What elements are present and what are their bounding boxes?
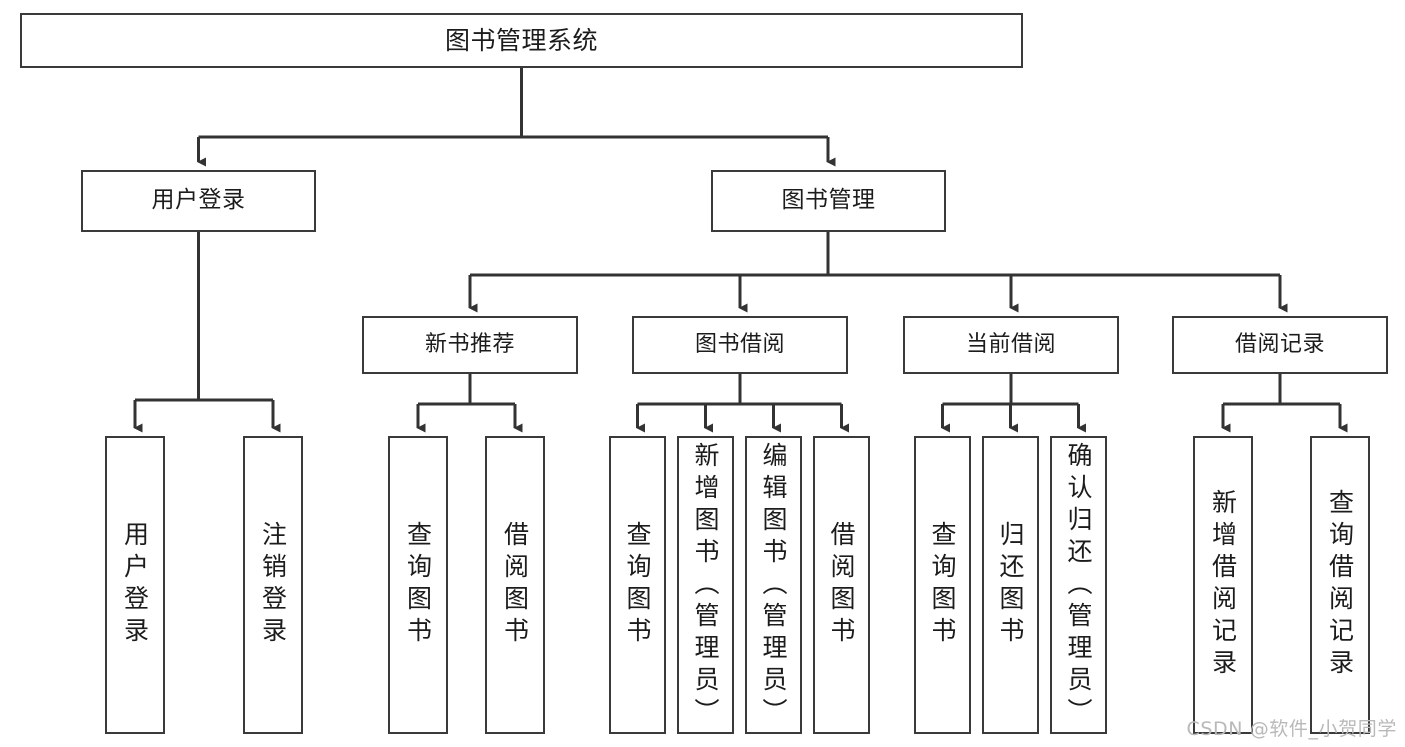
leaf-query-book-recommend-label: 查询图书 bbox=[403, 521, 433, 649]
leaf-logout-label: 注销登录 bbox=[258, 521, 288, 649]
node-current-borrow-label: 当前借阅 bbox=[965, 332, 1056, 358]
leaf-borrow-book[interactable]: 借阅图书 bbox=[813, 436, 870, 734]
leaf-edit-book-admin-label: 编辑图书（管理员） bbox=[759, 442, 788, 730]
leaf-borrow-book-recommend-label: 借阅图书 bbox=[500, 521, 530, 649]
node-book-management[interactable]: 图书管理 bbox=[711, 170, 946, 232]
leaf-query-book-current-label: 查询图书 bbox=[928, 521, 957, 649]
leaf-query-book-borrow[interactable]: 查询图书 bbox=[609, 436, 666, 734]
leaf-query-borrow-record-label: 查询借阅记录 bbox=[1325, 489, 1355, 681]
node-borrow-record-label: 借阅记录 bbox=[1234, 332, 1325, 358]
leaf-add-book-admin-label: 新增图书（管理员） bbox=[691, 442, 720, 730]
leaf-confirm-return-admin[interactable]: 确认归还（管理员） bbox=[1050, 436, 1107, 734]
leaf-query-book-recommend[interactable]: 查询图书 bbox=[388, 436, 448, 734]
leaf-confirm-return-admin-label: 确认归还（管理员） bbox=[1064, 442, 1093, 730]
leaf-borrow-book-recommend[interactable]: 借阅图书 bbox=[485, 436, 545, 734]
leaf-add-borrow-record-label: 新增借阅记录 bbox=[1208, 489, 1238, 681]
node-user-login[interactable]: 用户登录 bbox=[81, 170, 316, 232]
node-borrow-record[interactable]: 借阅记录 bbox=[1172, 316, 1388, 374]
leaf-logout[interactable]: 注销登录 bbox=[243, 436, 303, 734]
node-new-book-recommend-label: 新书推荐 bbox=[424, 332, 515, 358]
node-new-book-recommend[interactable]: 新书推荐 bbox=[362, 316, 578, 374]
leaf-add-book-admin[interactable]: 新增图书（管理员） bbox=[677, 436, 734, 734]
leaf-query-book-current[interactable]: 查询图书 bbox=[914, 436, 971, 734]
leaf-add-borrow-record[interactable]: 新增借阅记录 bbox=[1193, 436, 1253, 734]
leaf-query-book-borrow-label: 查询图书 bbox=[623, 521, 652, 649]
leaf-return-book[interactable]: 归还图书 bbox=[982, 436, 1039, 734]
leaf-query-borrow-record[interactable]: 查询借阅记录 bbox=[1310, 436, 1370, 734]
node-book-borrow-label: 图书借阅 bbox=[694, 332, 785, 358]
node-user-login-label: 用户登录 bbox=[151, 187, 246, 214]
leaf-user-login[interactable]: 用户登录 bbox=[105, 436, 165, 734]
leaf-edit-book-admin[interactable]: 编辑图书（管理员） bbox=[745, 436, 802, 734]
leaf-borrow-book-label: 借阅图书 bbox=[827, 521, 856, 649]
node-book-management-label: 图书管理 bbox=[781, 187, 876, 214]
node-current-borrow[interactable]: 当前借阅 bbox=[903, 316, 1119, 374]
csdn-watermark: CSDN @软件_小贺同学 bbox=[1186, 718, 1397, 740]
leaf-user-login-label: 用户登录 bbox=[120, 521, 150, 649]
node-root[interactable]: 图书管理系统 bbox=[20, 13, 1023, 68]
node-root-label: 图书管理系统 bbox=[444, 25, 598, 55]
node-book-borrow[interactable]: 图书借阅 bbox=[632, 316, 848, 374]
leaf-return-book-label: 归还图书 bbox=[996, 521, 1025, 649]
